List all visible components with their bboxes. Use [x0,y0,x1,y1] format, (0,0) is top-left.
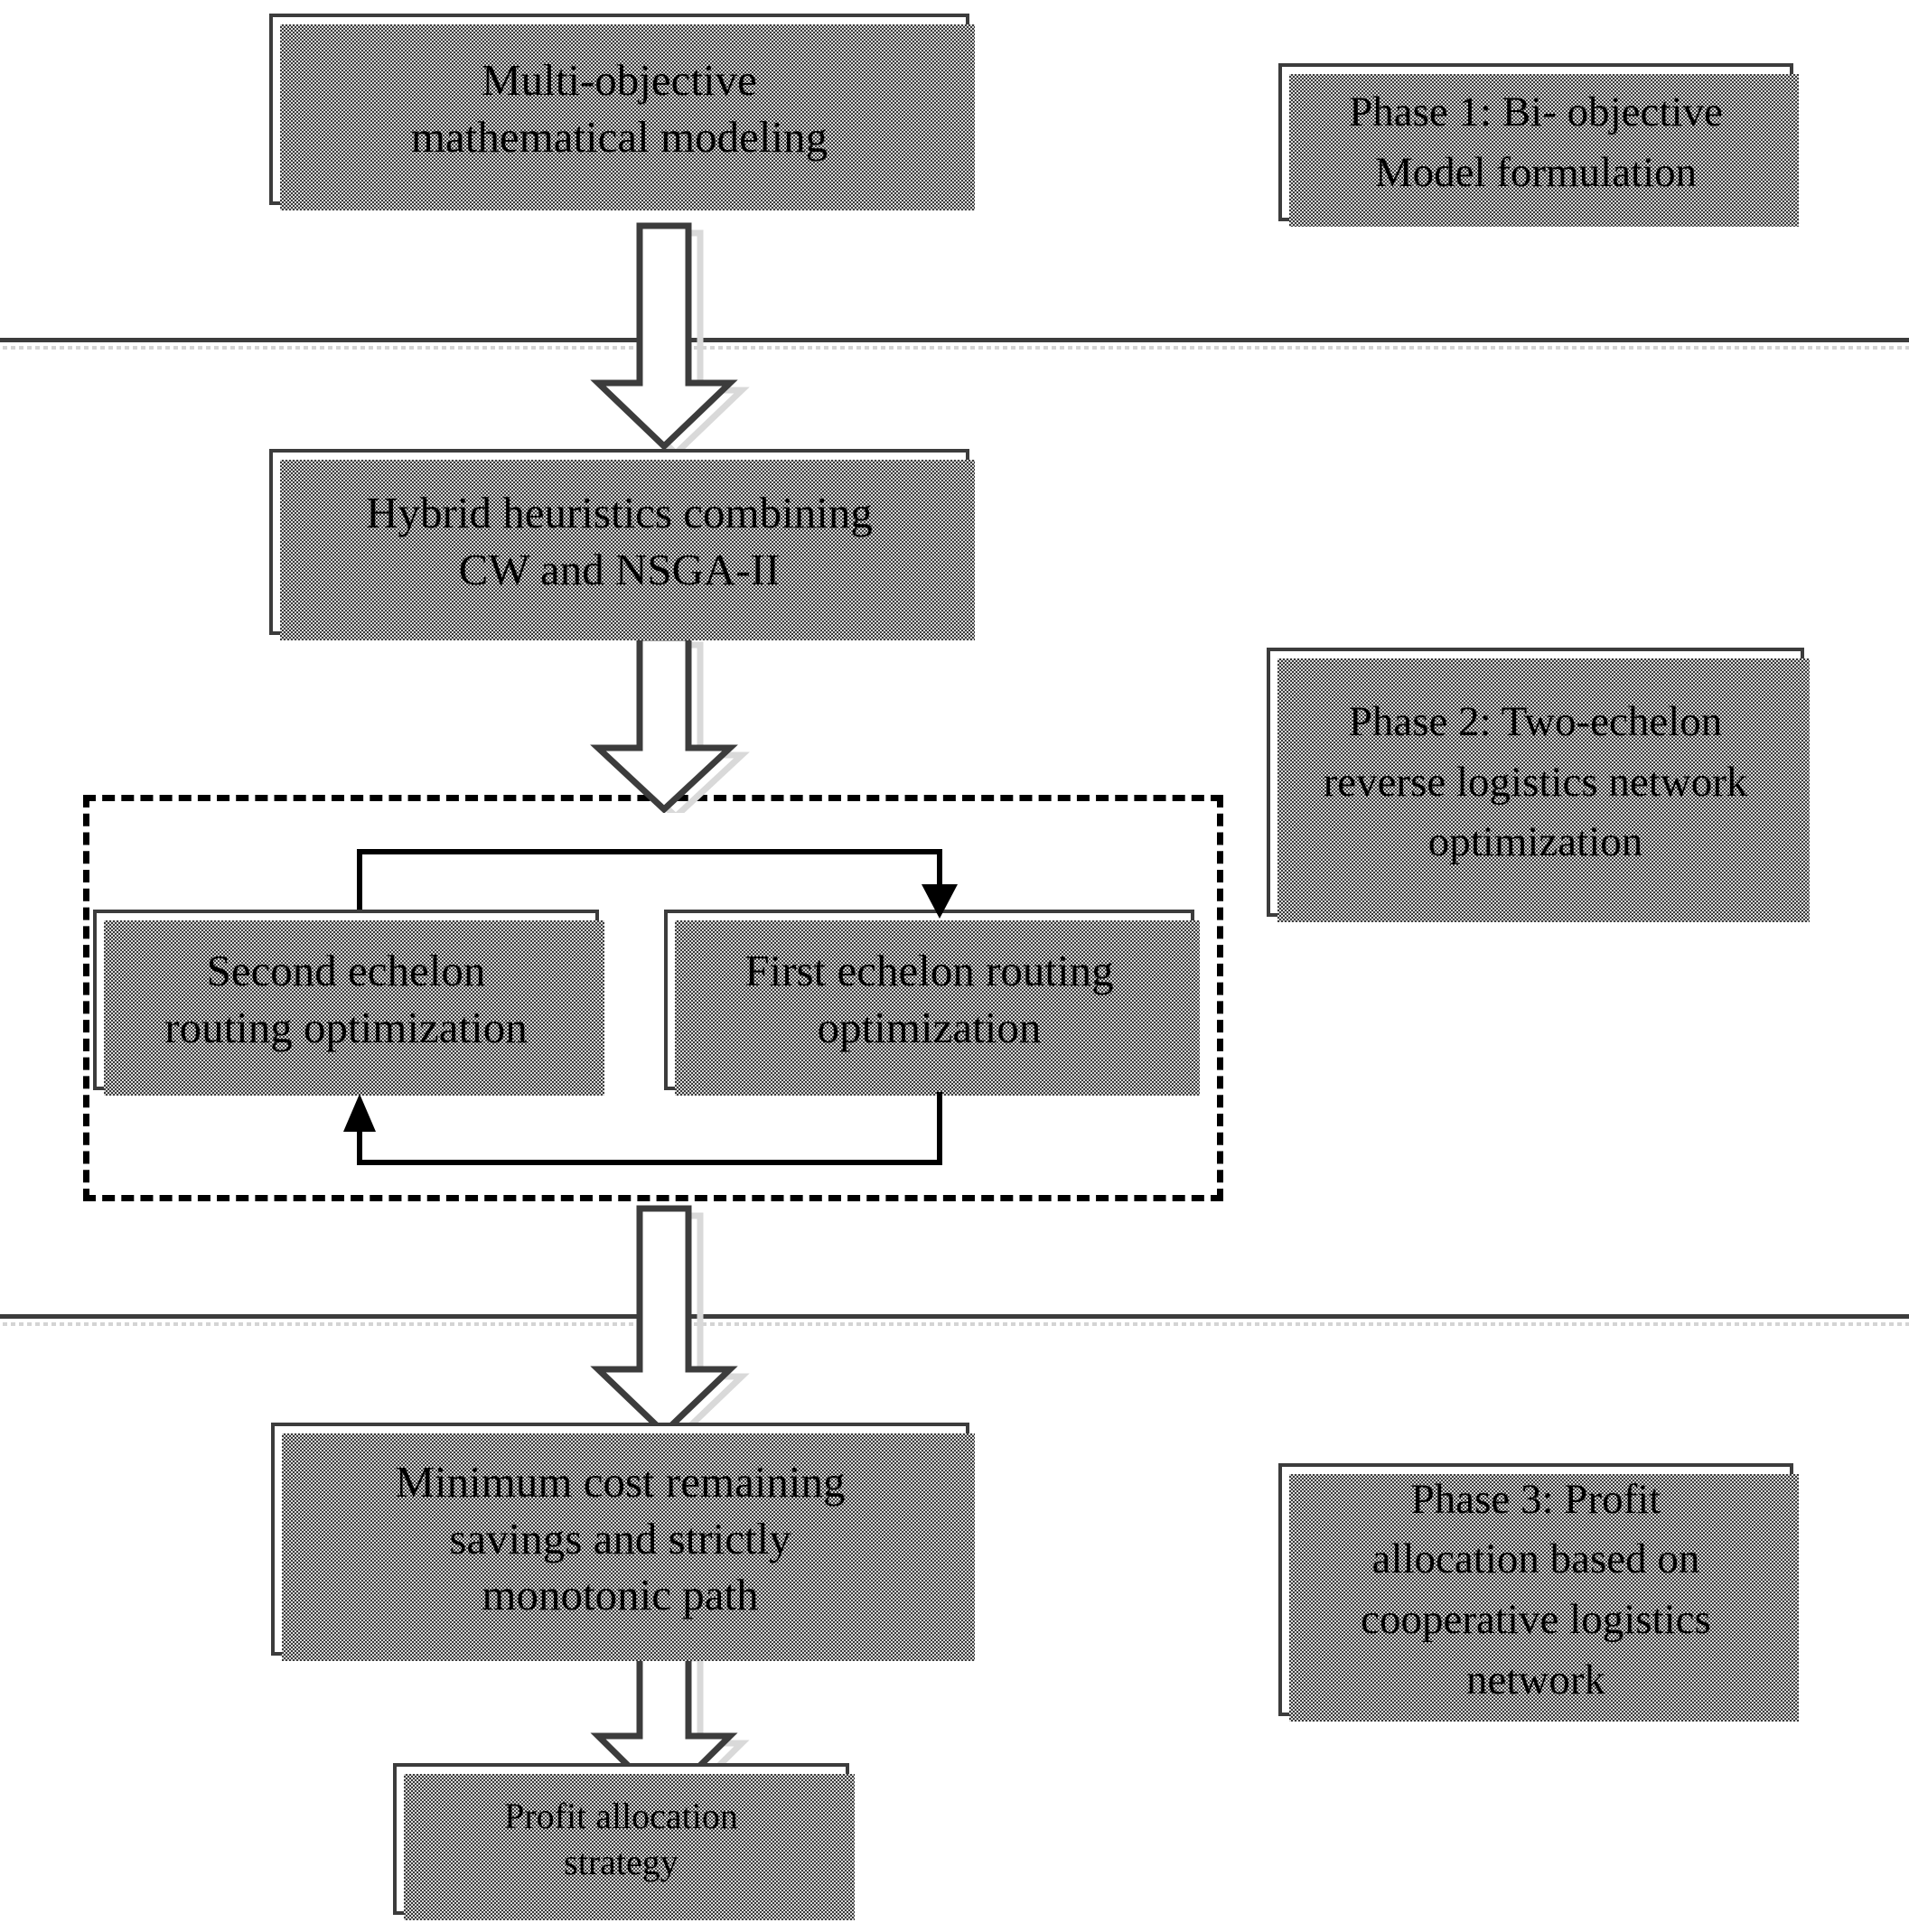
divider-phase-1-2 [0,338,1909,350]
node-label: Profit allocation strategy [504,1795,738,1882]
phase-label-text: Phase 3: Profit allocation based on coop… [1361,1475,1711,1703]
edge-first-to-second [343,1092,942,1165]
edge-group-to-mincost [590,1205,750,1441]
node-label: Second echelon routing optimization [164,946,528,1052]
edge-modeling-to-heuristics [590,222,750,453]
phase-label-text: Phase 2: Two-echelon reverse logistics n… [1323,697,1748,866]
divider-phase-2-3 [0,1314,1909,1326]
phase-label-1[interactable]: Phase 1: Bi- objective Model formulation [1278,63,1799,227]
node-multi-objective-modeling[interactable]: Multi-objective mathematical modeling [269,14,975,210]
node-profit-allocation-strategy[interactable]: Profit allocation strategy [393,1763,855,1920]
node-label: Multi-objective mathematical modeling [410,55,828,162]
node-label: Minimum cost remaining savings and stric… [395,1456,846,1620]
edge-heuristics-to-group [590,634,750,813]
node-label: Hybrid heuristics combining CW and NSGA-… [366,488,873,594]
edge-second-to-first [357,849,958,919]
node-hybrid-heuristics[interactable]: Hybrid heuristics combining CW and NSGA-… [269,449,975,640]
phase-label-text: Phase 1: Bi- objective Model formulation [1349,88,1723,196]
node-second-echelon-routing[interactable]: Second echelon routing optimization [93,910,604,1096]
node-label: First echelon routing optimization [744,946,1114,1052]
phase-label-2[interactable]: Phase 2: Two-echelon reverse logistics n… [1267,648,1810,922]
node-first-echelon-routing[interactable]: First echelon routing optimization [664,910,1200,1096]
node-minimum-cost-path[interactable]: Minimum cost remaining savings and stric… [271,1423,975,1661]
phase-label-3[interactable]: Phase 3: Profit allocation based on coop… [1278,1463,1799,1722]
